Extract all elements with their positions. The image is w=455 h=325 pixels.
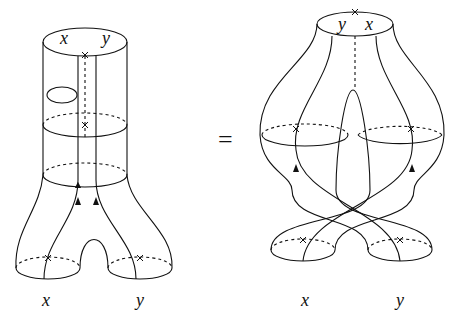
boundary-label: y bbox=[102, 29, 110, 47]
boundary-label: y bbox=[338, 15, 346, 33]
boundary-label: x bbox=[301, 291, 309, 309]
equals-sign: = bbox=[218, 127, 233, 153]
boundary-label: x bbox=[60, 29, 68, 47]
boundary-label: y bbox=[136, 291, 144, 309]
boundary-label: x bbox=[365, 15, 373, 33]
boundary-label: x bbox=[42, 291, 50, 309]
boundary-label: y bbox=[396, 291, 404, 309]
